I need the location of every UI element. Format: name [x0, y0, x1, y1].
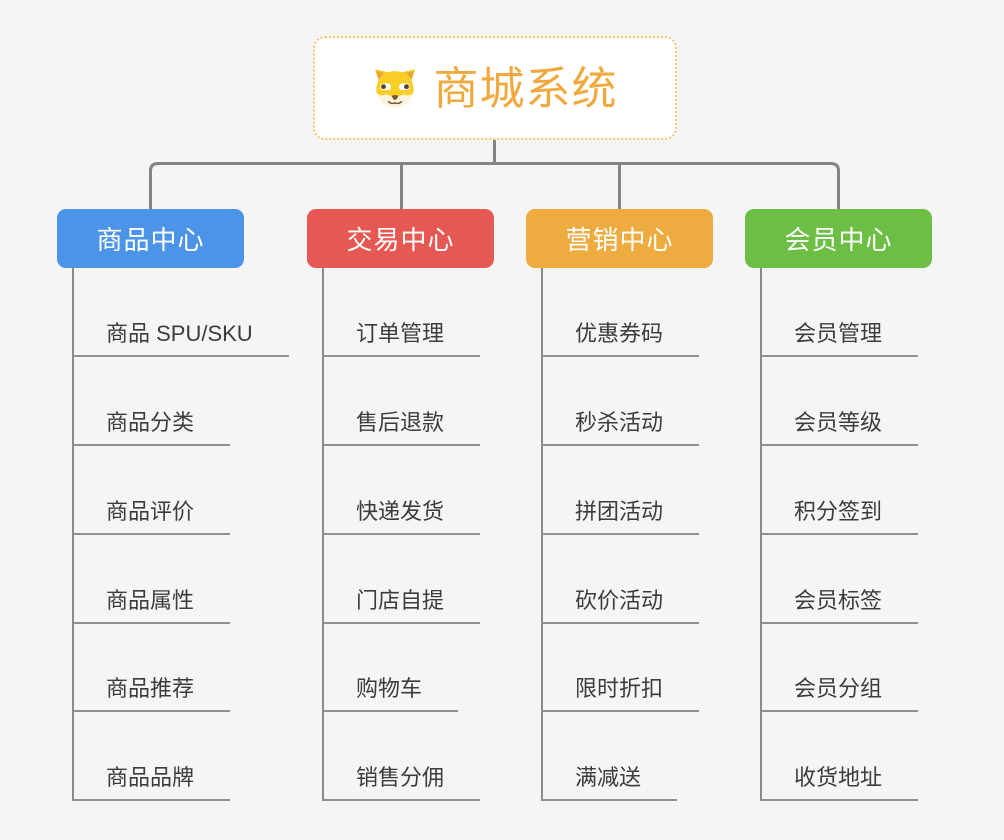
- leaf-node[interactable]: 售后退款: [323, 408, 481, 446]
- root-branch-connector: [149, 139, 840, 209]
- leaf-node[interactable]: 门店自提: [323, 586, 481, 624]
- leaf-node[interactable]: 会员等级: [761, 408, 919, 446]
- leaf-node[interactable]: 砍价活动: [542, 586, 700, 624]
- leaf-node[interactable]: 商品评价: [73, 497, 231, 535]
- leaf-node[interactable]: 会员标签: [761, 586, 919, 624]
- leaf-node[interactable]: 秒杀活动: [542, 408, 700, 446]
- doge-icon: [375, 69, 416, 108]
- leaf-node[interactable]: 拼团活动: [542, 497, 700, 535]
- leaf-node[interactable]: 快递发货: [323, 497, 481, 535]
- leaf-node[interactable]: 销售分佣: [323, 763, 481, 801]
- leaf-node[interactable]: 限时折扣: [542, 674, 700, 712]
- leaf-node[interactable]: 商品属性: [73, 586, 231, 624]
- leaf-node[interactable]: 商品 SPU/SKU: [73, 319, 289, 357]
- leaf-node[interactable]: 优惠券码: [542, 319, 700, 357]
- leaf-node[interactable]: 满减送: [542, 763, 678, 801]
- leaf-node[interactable]: 商品推荐: [73, 674, 231, 712]
- branch-product-center[interactable]: 商品中心: [57, 209, 244, 268]
- root-title: 商城系统: [433, 62, 618, 114]
- leaf-node[interactable]: 会员管理: [761, 319, 919, 357]
- branch-member-center[interactable]: 会员中心: [745, 209, 932, 268]
- leaf-node[interactable]: 会员分组: [761, 674, 919, 712]
- leaf-node[interactable]: 订单管理: [323, 319, 481, 357]
- root-node[interactable]: 商城系统: [313, 36, 677, 140]
- leaf-node[interactable]: 收货地址: [761, 763, 919, 801]
- leaf-node[interactable]: 购物车: [323, 674, 459, 712]
- leaf-node[interactable]: 商品分类: [73, 408, 231, 446]
- branch-trade-center[interactable]: 交易中心: [307, 209, 494, 268]
- branch-marketing-center[interactable]: 营销中心: [526, 209, 713, 268]
- leaf-node[interactable]: 商品品牌: [73, 763, 231, 801]
- leaf-node[interactable]: 积分签到: [761, 497, 919, 535]
